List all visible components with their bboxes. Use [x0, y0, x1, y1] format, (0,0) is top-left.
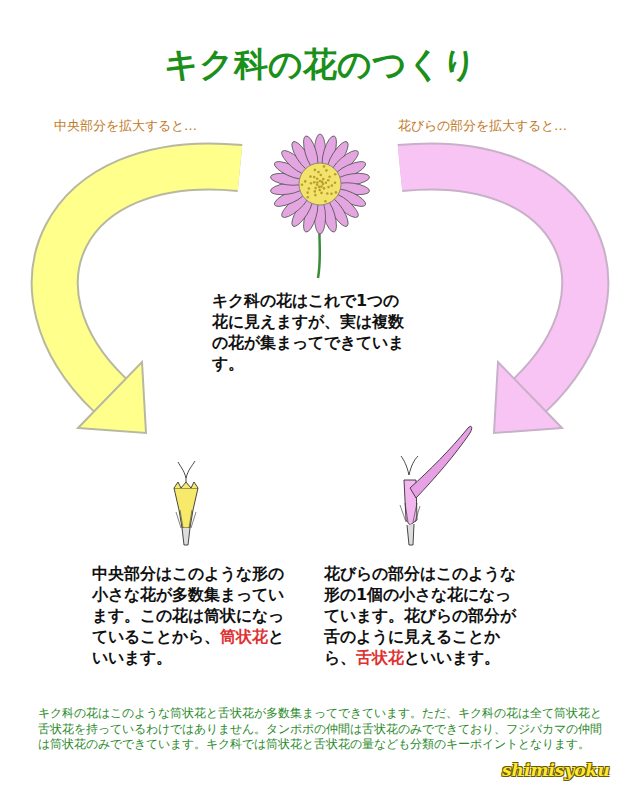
- title: キク科の花のつくり: [0, 42, 640, 88]
- disc-dot: [304, 180, 307, 183]
- zoom-note: 中央部分を拡大すると…: [52, 117, 199, 135]
- disc-dot: [326, 192, 329, 195]
- disc-dot: [328, 176, 331, 179]
- explanation: キク科の花はこれで1つの花に見えますが、実は複数の花が集まってできています。: [212, 290, 408, 374]
- disc-dot: [323, 165, 326, 168]
- zoom-note: 花びらの部分を拡大すると…: [396, 117, 569, 135]
- disc-dot: [327, 179, 330, 182]
- disc-dot: [306, 191, 309, 194]
- watermark: shimisyoku: [502, 760, 610, 780]
- disc-dot: [330, 192, 333, 195]
- disc-dot: [308, 187, 311, 190]
- disc-dot: [307, 196, 310, 199]
- tubular-floret: [174, 461, 198, 545]
- pink-arrow: [400, 166, 585, 433]
- flower: [270, 134, 371, 278]
- disc-dot: [320, 192, 323, 195]
- disc-dot: [313, 181, 316, 184]
- disc-dot: [320, 185, 323, 188]
- disc-dot: [314, 190, 317, 193]
- disc-dot: [323, 187, 326, 190]
- disc-dot: [316, 177, 319, 180]
- term: 筒状花: [220, 627, 268, 646]
- disc-dot: [317, 171, 320, 174]
- disc-dot: [327, 186, 330, 189]
- disc-dot: [322, 178, 325, 181]
- disc-dot: [314, 187, 317, 190]
- disc-dot: [314, 194, 317, 197]
- ligulate-floret: [400, 426, 472, 545]
- disc-dot: [314, 169, 317, 172]
- explanation: といいます。: [404, 648, 500, 667]
- disc-dot: [313, 176, 316, 179]
- disc-dot: [316, 184, 319, 187]
- disc-dot: [318, 186, 321, 189]
- note: キク科の花はこのような筒状花と舌状花が多数集まってできています。ただ、キク科の花…: [38, 706, 604, 753]
- disc-dot: [310, 182, 313, 185]
- disc-dot: [335, 191, 338, 194]
- term: 舌状花: [356, 648, 404, 667]
- explanation-block: 花びらの部分はこのような形の1個の小さな花になっています。花びらの部分が舌のよう…: [324, 563, 524, 669]
- disc-dot: [309, 175, 312, 178]
- disc-dot: [301, 183, 304, 186]
- disc-dot: [325, 181, 328, 184]
- disc-dot: [319, 180, 322, 183]
- disc-dot: [331, 184, 334, 187]
- disc-dot: [325, 169, 328, 172]
- disc-dot: [334, 173, 337, 176]
- disc-dot: [318, 189, 321, 192]
- disc-dot: [324, 200, 327, 203]
- disc-dot: [320, 174, 323, 177]
- disc-dot: [334, 182, 337, 185]
- explanation-block: 中央部分はこのような形の小さな花が多数集まっています。この花は筒状になっているこ…: [92, 563, 288, 669]
- disc-dot: [316, 181, 319, 184]
